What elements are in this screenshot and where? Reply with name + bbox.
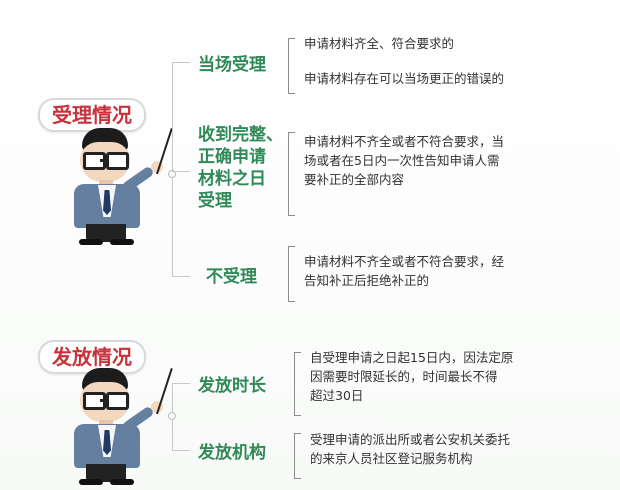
acceptance-branch-1 <box>172 62 190 63</box>
right-shoe <box>110 239 134 245</box>
tie-shape <box>103 430 111 455</box>
complete-line-3: 要补正的全部内容 <box>304 172 405 187</box>
acceptance-branch-2 <box>172 171 190 172</box>
legs-shape <box>86 464 126 482</box>
person-icon <box>52 368 173 486</box>
not-accepted-line-2: 告知补正后拒绝补正的 <box>304 273 430 288</box>
brace-onsite <box>288 38 295 94</box>
glasses-right <box>106 152 129 170</box>
issuance-node-dot <box>168 412 176 420</box>
not-accepted-description: 申请材料不齐全或者不符合要求，经 告知补正后拒绝补正的 <box>304 252 574 290</box>
duration-line-3: 超过30日 <box>310 388 364 403</box>
tie-shape <box>103 190 111 215</box>
brace-agency <box>294 433 301 479</box>
onsite-line-1: 申请材料齐全、符合要求的 <box>304 36 455 51</box>
agency-line-1: 受理申请的派出所或者公安机关委托 <box>310 432 511 447</box>
agency-line-2: 的来京人员社区登记服务机构 <box>310 451 473 466</box>
issuance-branch-1 <box>172 383 190 384</box>
acceptance-node-dot <box>168 170 176 178</box>
onsite-description: 申请材料齐全、符合要求的 申请材料存在可以当场更正的错误的 <box>304 34 574 88</box>
neck-shape <box>99 180 113 186</box>
right-shoe <box>110 479 134 485</box>
category-complete-materials: 收到完整、 正确申请 材料之日 受理 <box>198 124 298 212</box>
left-shoe <box>79 239 103 245</box>
complete-label-line-4: 受理 <box>198 191 232 211</box>
complete-line-1: 申请材料不齐全或者不符合要求，当 <box>304 134 505 149</box>
onsite-line-2: 申请材料存在可以当场更正的错误的 <box>304 71 505 86</box>
brace-duration <box>294 352 301 416</box>
complete-label-line-1: 收到完整、 <box>198 125 283 145</box>
agency-description: 受理申请的派出所或者公安机关委托 的来京人员社区登记服务机构 <box>310 430 580 468</box>
person-icon <box>52 128 173 246</box>
duration-line-2: 因需要时限延长的，时间最长不得 <box>310 369 498 384</box>
glasses-right <box>106 392 129 410</box>
category-issuing-agency: 发放机构 <box>198 443 266 463</box>
category-onsite-acceptance: 当场受理 <box>198 55 266 75</box>
brace-complete <box>288 132 295 216</box>
complete-label-line-2: 正确申请 <box>198 147 266 167</box>
complete-line-2: 场或者在5日内一次性告知申请人需 <box>304 153 500 168</box>
duration-line-1: 自受理申请之日起15日内，因法定原 <box>310 350 514 365</box>
acceptance-title: 受理情况 <box>38 98 146 132</box>
not-accepted-line-1: 申请材料不齐全或者不符合要求，经 <box>304 254 505 269</box>
legs-shape <box>86 224 126 242</box>
complete-label-line-3: 材料之日 <box>198 169 266 189</box>
neck-shape <box>99 420 113 426</box>
glasses-bridge <box>100 159 106 162</box>
brace-not-accepted <box>288 246 295 302</box>
issuance-branch-2 <box>172 450 190 451</box>
duration-description: 自受理申请之日起15日内，因法定原 因需要时限延长的，时间最长不得 超过30日 <box>310 348 560 405</box>
left-shoe <box>79 479 103 485</box>
complete-description: 申请材料不齐全或者不符合要求，当 场或者在5日内一次性告知申请人需 要补正的全部… <box>304 132 564 189</box>
category-not-accepted: 不受理 <box>206 267 257 287</box>
acceptance-trunk-line <box>172 62 173 277</box>
category-issuance-duration: 发放时长 <box>198 376 266 396</box>
acceptance-branch-3 <box>172 276 190 277</box>
glasses-bridge <box>100 399 106 402</box>
